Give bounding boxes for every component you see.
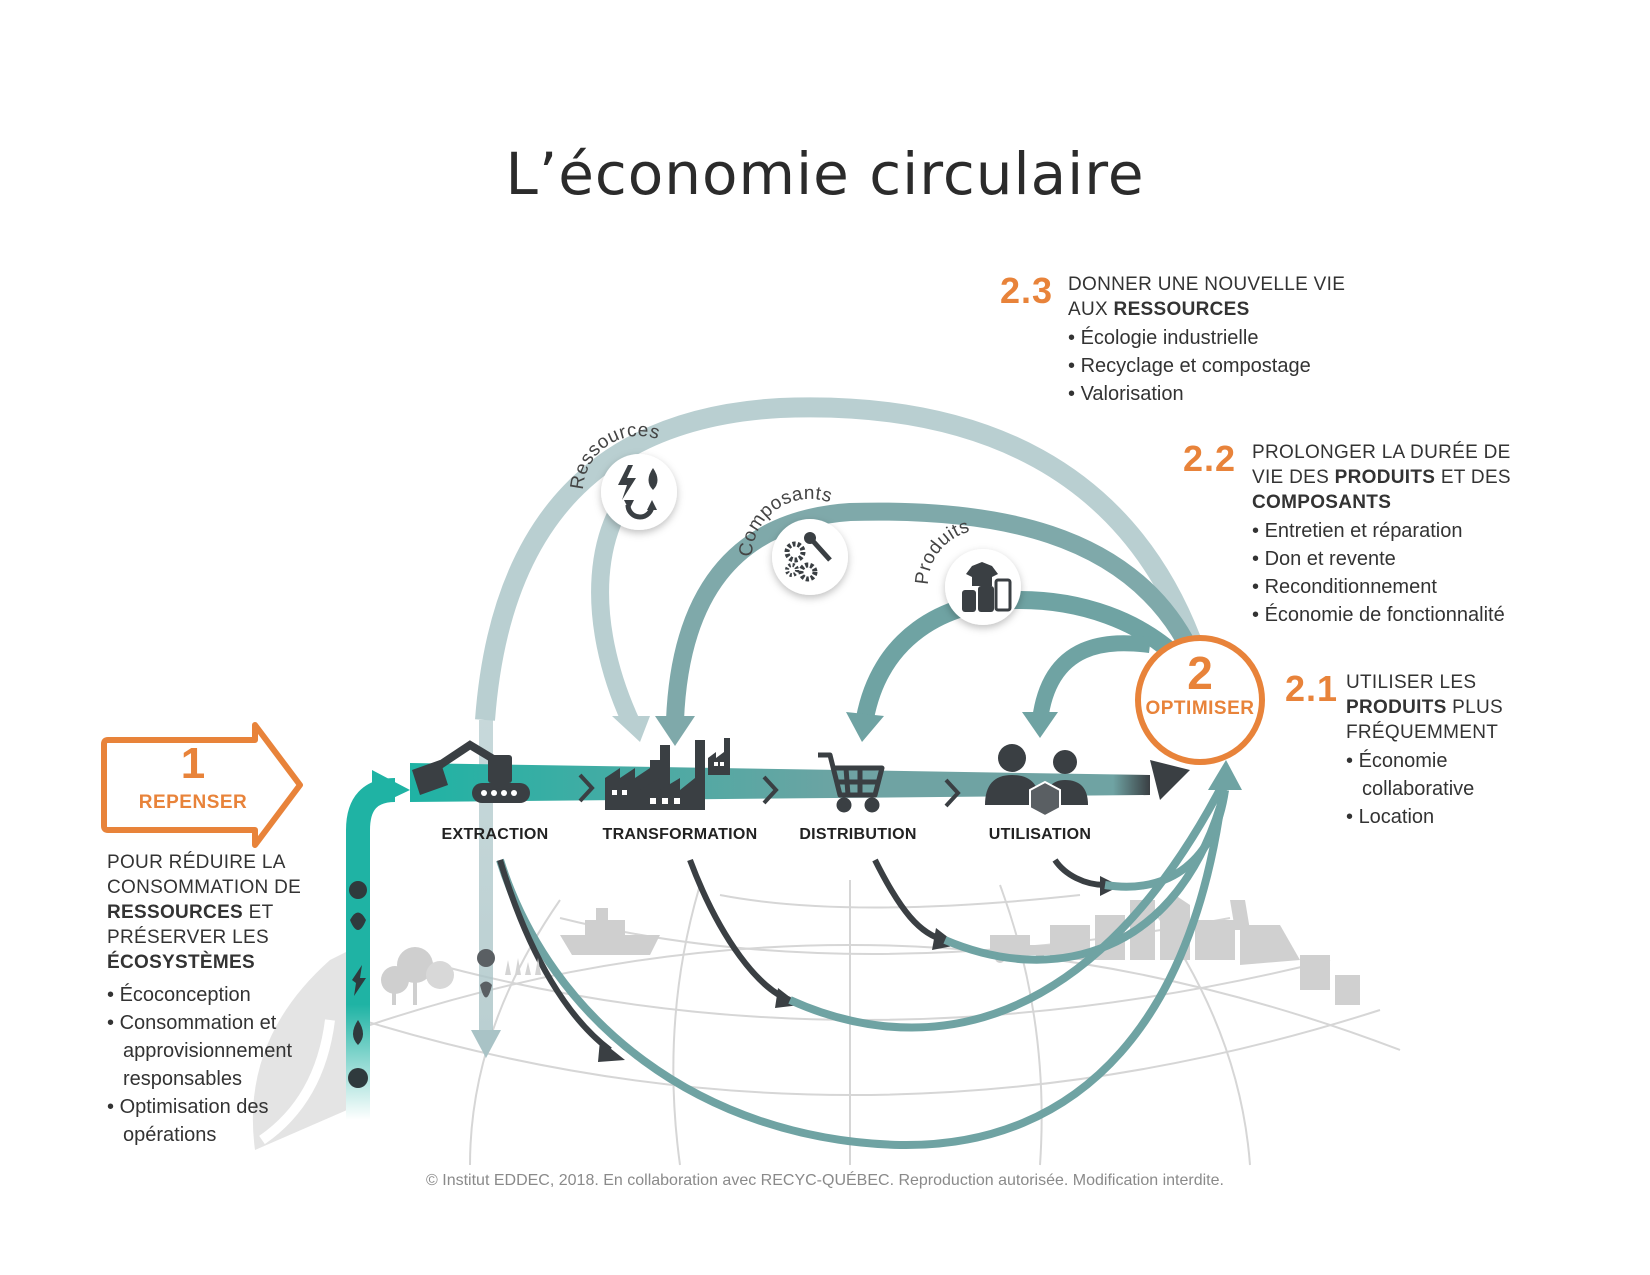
factory-icon: [605, 738, 730, 810]
section-2-3-bullets: Écologie industrielle Recyclage et compo…: [1068, 324, 1408, 408]
section-2-2: PROLONGER LA DURÉE DE VIE DES PRODUITS E…: [1252, 440, 1592, 629]
list-item: Écologie industrielle: [1068, 324, 1408, 352]
energy-water-recycle-icon: [618, 465, 658, 520]
list-item: Recyclage et compostage: [1068, 352, 1408, 380]
list-item: Écoconception: [107, 981, 327, 1009]
optimiser-circle: [1135, 635, 1265, 765]
section-2-2-heading: PROLONGER LA DURÉE DE VIE DES PRODUITS E…: [1252, 442, 1511, 513]
optimiser-number: 2: [1187, 647, 1213, 699]
main-flow-arrow: [410, 760, 1190, 808]
list-item: Optimisation des opérations: [107, 1093, 327, 1149]
copyright-footer: © Institut EDDEC, 2018. En collaboration…: [426, 1172, 1224, 1189]
stage-label-transformation: TRANSFORMATION: [602, 826, 758, 843]
list-item: Valorisation: [1068, 380, 1408, 408]
section-2-1: UTILISER LES PRODUITS PLUS FRÉQUEMMENT É…: [1346, 670, 1576, 831]
people-box-icon: [985, 744, 1088, 818]
list-item: Reconditionnement: [1252, 573, 1592, 601]
section-2-1-heading: UTILISER LES PRODUITS PLUS FRÉQUEMMENT: [1346, 672, 1503, 743]
section-2-2-number: 2.2: [1183, 438, 1237, 479]
section-2-3-heading: DONNER UNE NOUVELLE VIE AUX RESSOURCES: [1068, 274, 1346, 320]
loop-produits: [846, 590, 1187, 742]
repenser-description: POUR RÉDUIRE LA CONSOMMATION DE RESSOURC…: [107, 850, 337, 1149]
list-item: Don et revente: [1252, 545, 1592, 573]
return-loops: [496, 760, 1242, 1150]
list-item: Location: [1346, 803, 1536, 831]
stage-label-extraction: EXTRACTION: [441, 826, 549, 843]
composants-node: Composants: [736, 483, 848, 595]
repenser-label: REPENSER: [138, 792, 248, 813]
repenser-number: 1: [180, 739, 206, 788]
input-up-arrow: [346, 770, 410, 1120]
loop-composants: [655, 502, 1199, 746]
list-item: Économie collaborative: [1346, 747, 1536, 803]
section-2-3-number: 2.3: [1000, 270, 1054, 311]
page-title: L’économie circulaire: [505, 140, 1145, 208]
shirt-bottle-phone-icon: [962, 562, 1012, 612]
waste-icons: [477, 949, 541, 998]
excavator-icon: [412, 740, 530, 803]
stage-label-utilisation: UTILISATION: [988, 826, 1092, 843]
repenser-arrow-box: [101, 722, 303, 848]
produits-node: Produits: [912, 516, 1021, 625]
list-item: Entretien et réparation: [1252, 517, 1592, 545]
section-2-1-bullets: Économie collaborative Location: [1346, 747, 1536, 831]
gears-wrench-icon: [784, 532, 832, 582]
optimiser-label: OPTIMISER: [1145, 698, 1255, 719]
section-2-1-number: 2.1: [1285, 668, 1339, 709]
section-2-3: DONNER UNE NOUVELLE VIE AUX RESSOURCES É…: [1068, 272, 1408, 408]
repenser-heading: POUR RÉDUIRE LA CONSOMMATION DE RESSOURC…: [107, 852, 302, 973]
stage-label-distribution: DISTRIBUTION: [799, 826, 917, 843]
list-item: Économie de fonctionnalité: [1252, 601, 1592, 629]
repenser-bullets: Écoconception Consommation et approvisio…: [107, 981, 327, 1149]
shopping-cart-icon: [818, 752, 885, 813]
list-item: Consommation et approvisionnement respon…: [107, 1009, 327, 1093]
section-2-2-bullets: Entretien et réparation Don et revente R…: [1252, 517, 1592, 629]
ship-icon: [560, 908, 660, 955]
